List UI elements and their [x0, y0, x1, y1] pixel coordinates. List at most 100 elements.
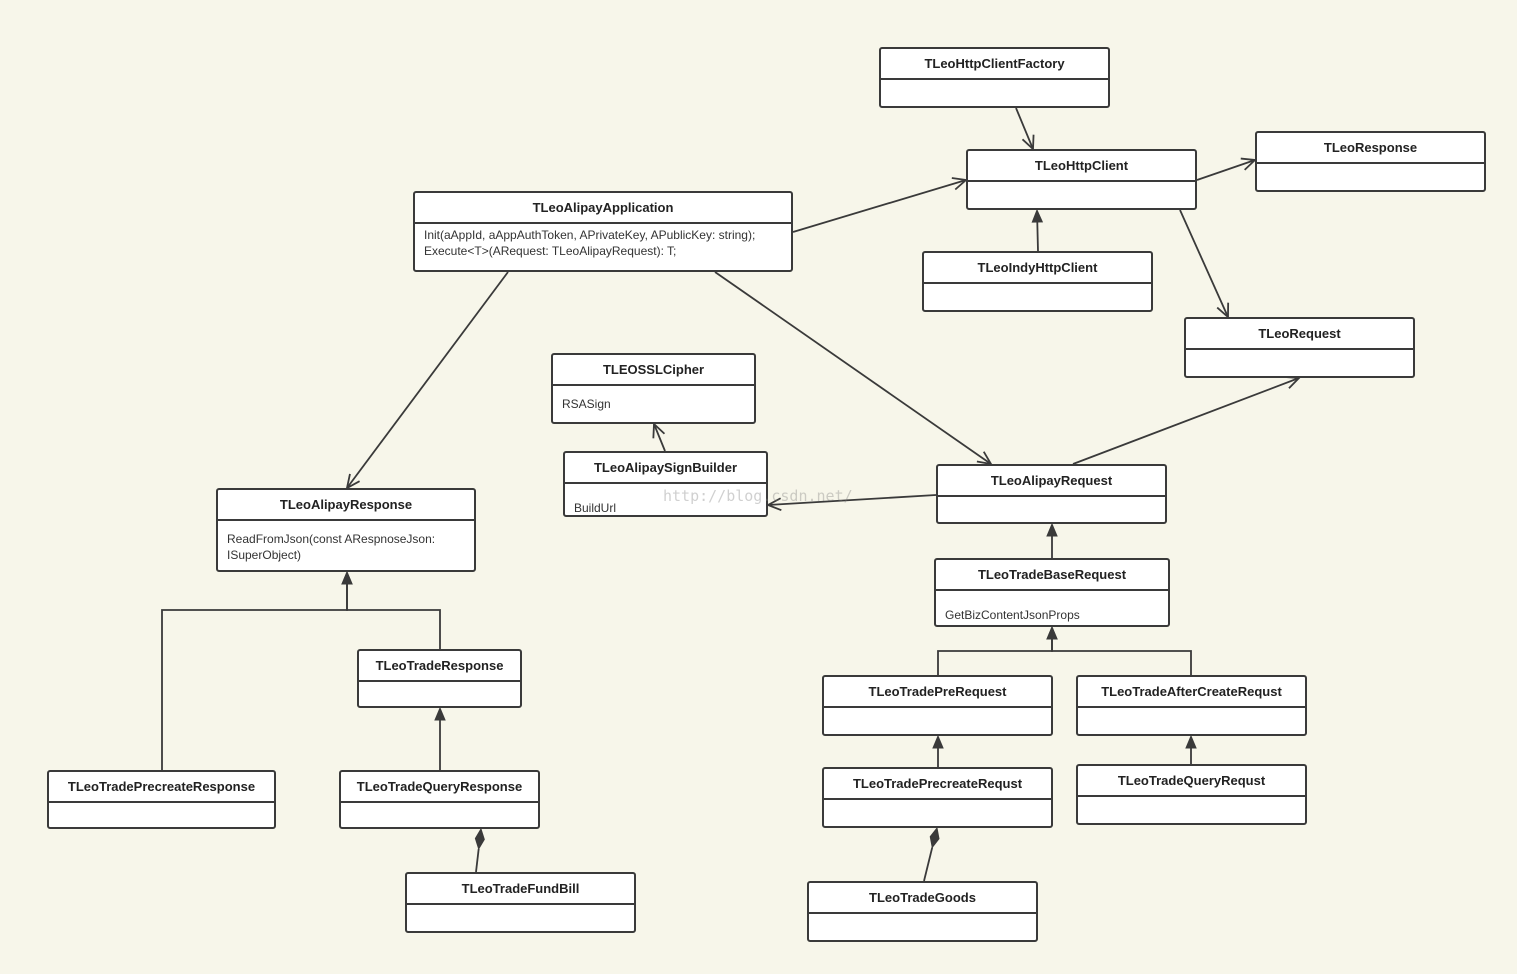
inheritance-arrowhead	[1046, 522, 1058, 537]
class-name: TLeoAlipayResponse	[218, 490, 474, 521]
relation-line	[792, 179, 967, 233]
relation-line	[923, 847, 934, 882]
class-name: TLeoTradeResponse	[359, 651, 520, 682]
class-traderesponse[interactable]: TLeoTradeResponse	[357, 649, 522, 708]
class-members	[824, 800, 1051, 806]
inheritance-arrowhead	[1046, 625, 1058, 640]
class-httpclient[interactable]: TLeoHttpClient	[966, 149, 1197, 210]
class-alipayrequest[interactable]: TLeoAlipayRequest	[936, 464, 1167, 524]
class-name: TLEOSSLCipher	[553, 355, 754, 386]
class-alipayresponse[interactable]: TLeoAlipayResponse ReadFromJson(const AR…	[216, 488, 476, 572]
class-members	[1186, 350, 1413, 356]
class-queryrequst[interactable]: TLeoTradeQueryRequst	[1076, 764, 1307, 825]
class-members	[49, 803, 274, 809]
class-members: GetBizContentJsonProps	[936, 591, 1168, 623]
composition-diamond	[474, 827, 485, 851]
relation-alipayrequest-to-signbuilder	[765, 494, 937, 512]
class-members	[407, 905, 634, 911]
relation-line	[1179, 209, 1229, 318]
class-members	[924, 284, 1151, 290]
class-members: ReadFromJson(const ARespnoseJson: ISuper…	[218, 521, 474, 563]
relation-tradebaserequest-to-alipayrequest	[1046, 522, 1058, 558]
open-arrowhead	[765, 497, 782, 512]
relation-line	[653, 423, 666, 452]
relation-queryresponse-to-traderesponse	[434, 706, 446, 770]
class-members	[881, 80, 1108, 86]
relation-httpclientfactory-to-httpclient	[1015, 107, 1035, 151]
class-name: TLeoTradeGoods	[809, 883, 1036, 914]
relation-line	[1051, 639, 1192, 675]
relation-httpclient-to-request	[1179, 209, 1230, 319]
class-name: TLeoHttpClientFactory	[881, 49, 1108, 80]
class-members: RSASign	[553, 386, 754, 412]
member: Init(aAppId, aAppAuthToken, APrivateKey,…	[424, 228, 756, 242]
class-name: TLeoTradeFundBill	[407, 874, 634, 905]
class-name: TLeoTradeBaseRequest	[936, 560, 1168, 591]
class-members	[359, 682, 520, 688]
class-name: TLeoTradePrecreateRequst	[824, 769, 1051, 800]
class-indyhttpclient[interactable]: TLeoIndyHttpClient	[922, 251, 1153, 312]
class-osslcipher[interactable]: TLEOSSLCipher RSASign	[551, 353, 756, 424]
class-name: TLeoTradeAfterCreateRequst	[1078, 677, 1305, 708]
member: Execute<T>(ARequest: TLeoAlipayRequest):…	[424, 244, 677, 258]
relation-line	[1036, 221, 1039, 252]
relation-traderesponse-to-alipayresponse	[341, 570, 441, 649]
relation-alipayapp-to-alipayresponse	[345, 271, 509, 490]
class-name: TLeoRequest	[1186, 319, 1413, 350]
class-members	[1257, 164, 1484, 170]
class-name: TLeoTradePreRequest	[824, 677, 1051, 708]
relation-alipayapp-to-httpclient	[792, 177, 969, 233]
relation-line	[1072, 377, 1300, 465]
class-members: Init(aAppId, aAppAuthToken, APrivateKey,…	[415, 224, 791, 259]
inheritance-arrowhead	[341, 570, 353, 585]
class-name: TLeoResponse	[1257, 133, 1484, 164]
inheritance-arrowhead	[434, 706, 446, 721]
class-queryresponse[interactable]: TLeoTradeQueryResponse	[339, 770, 540, 829]
class-alipayapp[interactable]: TLeoAlipayApplication Init(aAppId, aAppA…	[413, 191, 793, 272]
class-tradeaftercreate[interactable]: TLeoTradeAfterCreateRequst	[1076, 675, 1307, 736]
relation-line	[1015, 107, 1034, 150]
class-members	[1078, 708, 1305, 714]
class-httpclientfactory[interactable]: TLeoHttpClientFactory	[879, 47, 1110, 108]
class-response[interactable]: TLeoResponse	[1255, 131, 1486, 192]
relation-alipayrequest-to-request	[1072, 376, 1302, 465]
relation-precreateresponse-to-alipayresponse	[161, 570, 353, 770]
class-members	[938, 497, 1165, 503]
relation-line	[161, 584, 348, 770]
relation-line	[346, 584, 441, 649]
open-arrowhead	[976, 451, 993, 466]
class-signbuilder[interactable]: TLeoAlipaySignBuilder BuildUrl	[563, 451, 768, 517]
class-precreaterequst[interactable]: TLeoTradePrecreateRequst	[822, 767, 1053, 828]
class-members: BuildUrl	[565, 484, 766, 515]
class-request[interactable]: TLeoRequest	[1184, 317, 1415, 378]
class-tradebaserequest[interactable]: TLeoTradeBaseRequest GetBizContentJsonPr…	[934, 558, 1170, 627]
class-name: TLeoTradeQueryResponse	[341, 772, 538, 803]
relation-line	[767, 494, 937, 506]
relation-httpclient-to-response	[1196, 157, 1258, 181]
class-name: TLeoAlipaySignBuilder	[565, 453, 766, 484]
class-name: TLeoHttpClient	[968, 151, 1195, 182]
relation-line	[475, 848, 480, 873]
inheritance-arrowhead	[1031, 208, 1044, 223]
class-name: TLeoAlipayRequest	[938, 466, 1165, 497]
class-name: TLeoTradePrecreateResponse	[49, 772, 274, 803]
relation-tradeaftercreate-to-tradebaserequest	[1046, 625, 1192, 675]
relation-line	[714, 271, 992, 465]
class-tradegoods[interactable]: TLeoTradeGoods	[807, 881, 1038, 942]
relation-tradeprerequest-to-tradebaserequest	[937, 625, 1058, 675]
relation-line	[937, 639, 1053, 675]
class-precreateresponse[interactable]: TLeoTradePrecreateResponse	[47, 770, 276, 829]
class-tradeprerequest[interactable]: TLeoTradePreRequest	[822, 675, 1053, 736]
class-fundbill[interactable]: TLeoTradeFundBill	[405, 872, 636, 933]
relation-precreaterequst-to-tradeprerequest	[932, 734, 944, 767]
class-name: TLeoAlipayApplication	[415, 193, 791, 224]
member: RSASign	[562, 397, 611, 411]
member: GetBizContentJsonProps	[945, 608, 1080, 622]
class-members	[968, 182, 1195, 188]
composition-diamond	[929, 826, 940, 849]
open-arrowhead	[652, 422, 666, 439]
relation-line	[346, 271, 509, 489]
class-name: TLeoIndyHttpClient	[924, 253, 1151, 284]
class-members	[1078, 797, 1305, 803]
